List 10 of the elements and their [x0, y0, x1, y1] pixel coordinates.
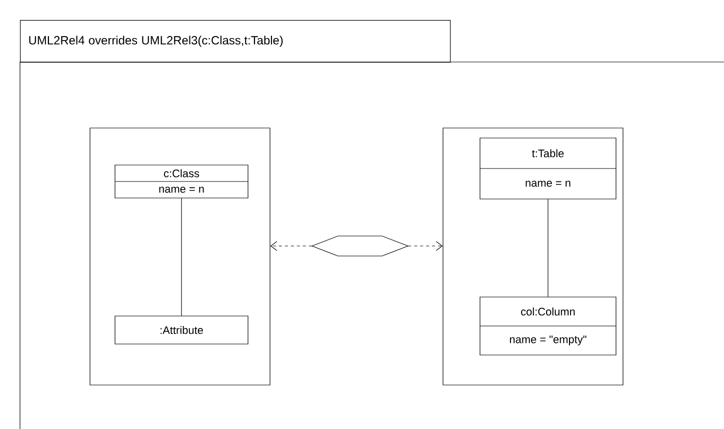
domain-box: [442, 128, 624, 386]
class-box: c:Class name = n: [114, 164, 248, 198]
title-tab: UML2Rel4 overrides UML2Rel3(c:Class,t:Table): [20, 20, 451, 63]
domain-box: [90, 128, 270, 386]
class-box: col:Column name = "empty": [480, 296, 616, 356]
class-box: :Attribute: [114, 316, 248, 344]
class-box: t:Table name = n: [480, 138, 616, 200]
connector-line: [181, 198, 182, 316]
dashed-arrow: [270, 241, 312, 251]
dashed-arrow: [408, 241, 443, 251]
